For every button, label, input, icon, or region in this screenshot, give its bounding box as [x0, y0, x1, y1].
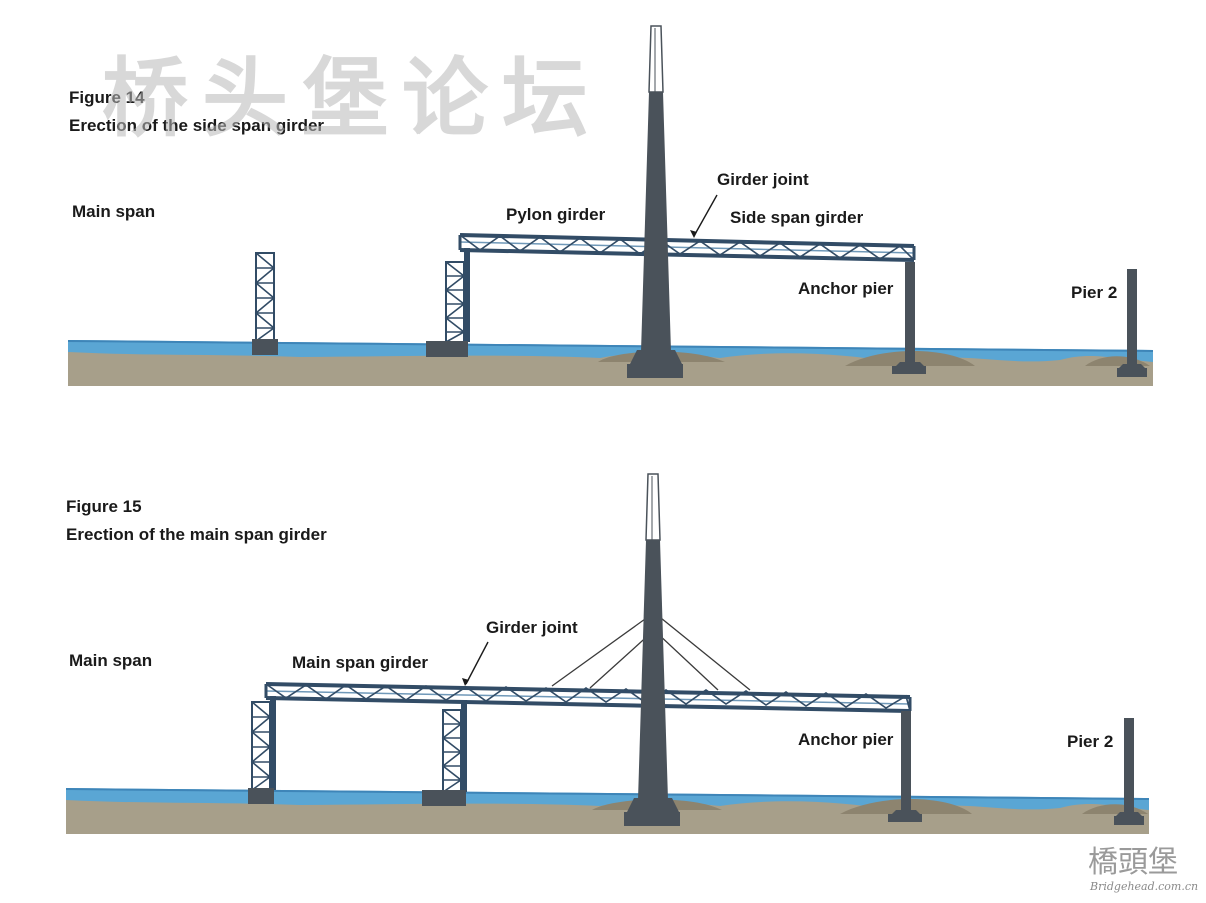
label-anchor-pier: Anchor pier: [798, 730, 894, 749]
anchor-pier: [892, 262, 926, 374]
figure-15-title: Figure 15: [66, 497, 142, 516]
watermark: 桥头堡论坛: [102, 48, 602, 149]
pier-2: [1117, 269, 1147, 377]
label-girder-joint: Girder joint: [486, 618, 578, 637]
figure-14: Figure 14 Erection of the side span gird…: [67, 25, 1154, 386]
figure-14-title: Figure 14: [69, 88, 145, 107]
label-main-span-girder: Main span girder: [292, 653, 428, 672]
girder-joint-leader: [465, 641, 489, 685]
label-pier-2: Pier 2: [1071, 283, 1117, 302]
girder-joint-arrow: [690, 230, 697, 238]
label-main-span: Main span: [69, 651, 152, 670]
pylon: [627, 25, 683, 378]
label-side-span-girder: Side span girder: [730, 208, 864, 227]
water-line: [65, 788, 1150, 800]
site-logo: 橋頭堡 Bridgehead.com.cn: [1088, 845, 1198, 893]
logo-url: Bridgehead.com.cn: [1089, 880, 1198, 893]
girder-joint-leader: [693, 194, 718, 237]
pylon: [624, 473, 680, 826]
figure-15-subtitle: Erection of the main span girder: [66, 525, 327, 544]
temporary-tower: [426, 248, 470, 357]
temporary-tower: [248, 696, 276, 804]
figure-15: Figure 15 Erection of the main span gird…: [65, 473, 1150, 834]
label-main-span: Main span: [72, 202, 155, 221]
girder-truss: [458, 233, 916, 262]
logo-text: 橋頭堡: [1088, 845, 1178, 880]
anchor-pier: [888, 711, 922, 822]
water-line: [67, 340, 1154, 352]
girder-joint-arrow: [462, 678, 469, 686]
label-girder-joint: Girder joint: [717, 170, 809, 189]
stay-cables: [551, 613, 751, 691]
girder-truss: [264, 682, 912, 713]
pier-2: [1114, 718, 1144, 825]
temporary-tower: [252, 252, 278, 355]
temporary-tower: [422, 700, 467, 806]
figure-14-subtitle: Erection of the side span girder: [69, 116, 324, 135]
label-anchor-pier: Anchor pier: [798, 279, 894, 298]
label-pier-2: Pier 2: [1067, 732, 1113, 751]
label-pylon-girder: Pylon girder: [506, 205, 606, 224]
